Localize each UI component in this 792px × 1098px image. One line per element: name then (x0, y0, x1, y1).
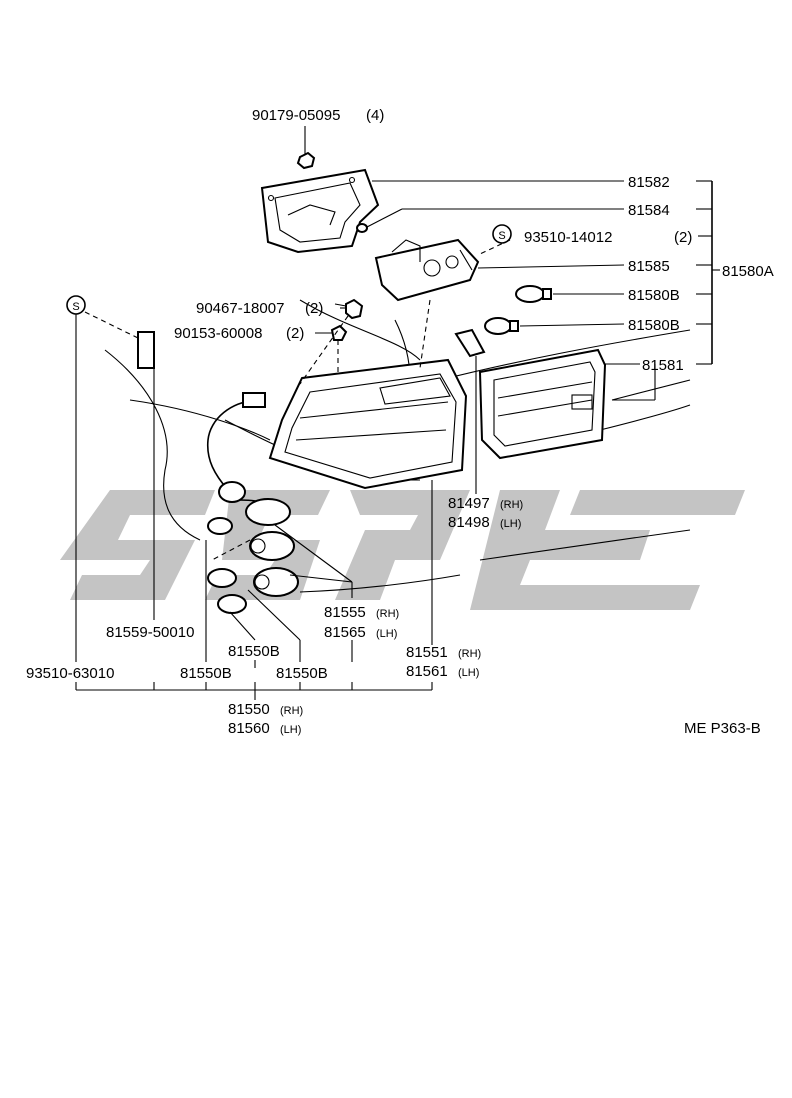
callout-81498: 81498 (448, 514, 490, 531)
callout-81555: 81555 (324, 604, 366, 621)
callout-93510-14012-qty: (2) (674, 229, 692, 246)
rear-lamp-81551 (268, 358, 468, 490)
screw-90467 (334, 298, 364, 320)
callout-93510-63010: 93510-63010 (26, 665, 114, 682)
bulbs-81550B (207, 517, 247, 614)
callouts: 90179-05095 (4) 81582 81584 93510-14012 … (26, 107, 774, 737)
callout-81561: 81561 (406, 663, 448, 680)
lamp-81581 (478, 348, 607, 460)
clip-90153 (330, 324, 348, 341)
clip-81584 (356, 223, 368, 233)
callout-90179-qty: (4) (366, 107, 384, 124)
callout-90467-qty: (2) (305, 300, 323, 317)
dashed-lines (84, 239, 511, 561)
callout-81550-side: (RH) (280, 705, 303, 717)
callout-90153-60008: 90153-60008 (174, 325, 262, 342)
callout-90179-05095: 90179-05095 (252, 107, 340, 124)
leader-lines (75, 126, 720, 700)
callout-81585: 81585 (628, 258, 670, 275)
socket-81585 (374, 238, 480, 302)
callout-81584: 81584 (628, 202, 670, 219)
callout-81497-side: (RH) (500, 499, 523, 511)
watermark-logo (60, 490, 745, 610)
callout-81498-side: (LH) (500, 518, 521, 530)
callout-81497: 81497 (448, 495, 490, 512)
screw-symbol-right: S (492, 224, 512, 244)
nut-90179 (296, 151, 316, 170)
screw-symbol-left-text: S (72, 301, 79, 313)
callout-90467-18007: 90467-18007 (196, 300, 284, 317)
wire-harness-81555 (206, 392, 299, 597)
callout-81565-side: (LH) (376, 628, 397, 640)
callout-81582: 81582 (628, 174, 670, 191)
callout-81580B-lower: 81580B (628, 317, 680, 334)
callout-81560: 81560 (228, 720, 270, 737)
callout-81559-50010: 81559-50010 (106, 624, 194, 641)
screw-symbol-left: S (66, 295, 86, 315)
callout-81550B-a: 81550B (228, 643, 280, 660)
callout-81555-side: (RH) (376, 608, 399, 620)
bulb-81580B-upper (515, 285, 552, 303)
screw-symbol-right-text: S (498, 230, 505, 242)
callout-81565: 81565 (324, 624, 366, 641)
callout-81581: 81581 (642, 357, 684, 374)
callout-81550B-b: 81550B (180, 665, 232, 682)
callout-81550B-c: 81550B (276, 665, 328, 682)
callout-81551-side: (RH) (458, 648, 481, 660)
bulb-81580B-lower (484, 317, 519, 335)
callout-81551: 81551 (406, 644, 448, 661)
diagram-code: ME P363-B (684, 720, 761, 737)
callout-81561-side: (LH) (458, 667, 479, 679)
callout-81550: 81550 (228, 701, 270, 718)
callout-81580A: 81580A (722, 263, 774, 280)
gasket-81582 (260, 168, 380, 254)
callout-90153-qty: (2) (286, 325, 304, 342)
callout-81560-side: (LH) (280, 724, 301, 736)
callout-81580B-upper: 81580B (628, 287, 680, 304)
tape-81559 (137, 331, 155, 369)
bracket (454, 328, 486, 358)
callout-93510-14012: 93510-14012 (524, 229, 612, 246)
